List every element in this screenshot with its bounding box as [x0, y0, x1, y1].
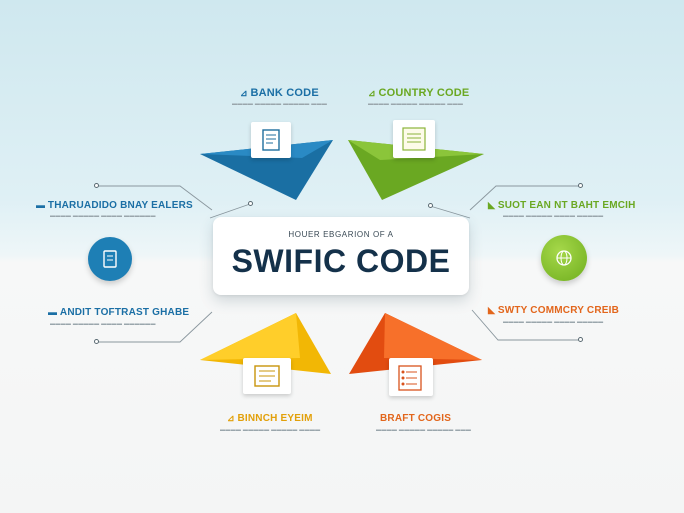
connector-dot	[248, 201, 253, 206]
left-upper-label: ▬ THARUADIDO BNAY EALERS	[36, 200, 193, 211]
document-icon	[243, 358, 291, 394]
connector-dot	[578, 183, 583, 188]
location-icon: ⊿	[227, 413, 238, 423]
document-icon	[393, 120, 435, 158]
center-title: SWIFIC CODE	[231, 243, 451, 279]
top-left-label: ⊿ BANK CODE	[240, 87, 319, 99]
location-icon: ◣	[488, 200, 498, 210]
bottom-right-sublabel: ▬▬▬▬ ▬▬▬▬▬ ▬▬▬▬▬ ▬▬▬	[376, 427, 472, 433]
right-upper-sublabel: ▬▬▬▬ ▬▬▬▬▬ ▬▬▬▬ ▬▬▬▬▬	[503, 213, 604, 219]
top-right-label: ⊿ COUNTRY CODE	[368, 87, 470, 99]
top-right-sublabel: ▬▬▬▬ ▬▬▬▬▬ ▬▬▬▬▬ ▬▬▬	[368, 101, 464, 107]
location-icon: ⊿	[240, 88, 251, 98]
connector-dot	[94, 183, 99, 188]
location-icon: ⊿	[368, 88, 379, 98]
left-upper-sublabel: ▬▬▬▬ ▬▬▬▬▬ ▬▬▬▬ ▬▬▬▬▬▬	[50, 213, 156, 219]
location-icon: ◣	[488, 305, 498, 315]
left-lower-sublabel: ▬▬▬▬ ▬▬▬▬▬ ▬▬▬▬ ▬▬▬▬▬▬	[50, 321, 156, 327]
connector-dot	[578, 337, 583, 342]
list-icon	[389, 358, 433, 396]
bank-icon	[251, 122, 291, 158]
right-circle-globe-icon	[541, 235, 587, 281]
connector-dot	[428, 203, 433, 208]
location-icon: ▬	[36, 200, 48, 210]
center-card: HOUER EBGARION OF A SWIFIC CODE	[213, 217, 469, 295]
bottom-right-label: BRAFT COGIS	[380, 413, 452, 424]
left-circle-document-icon	[88, 237, 132, 281]
left-lower-label: ▬ ANDIT TOFTRAST GHABE	[48, 307, 190, 318]
right-upper-label: ◣ SUOT EAN NT BAHT EMCIH	[488, 200, 636, 211]
top-left-sublabel: ▬▬▬▬ ▬▬▬▬▬ ▬▬▬▬▬ ▬▬▬	[232, 101, 328, 107]
right-lower-label: ◣ SWTY COMMCRY CREIB	[488, 305, 620, 316]
right-lower-sublabel: ▬▬▬▬ ▬▬▬▬▬ ▬▬▬▬ ▬▬▬▬▬	[503, 319, 604, 325]
bottom-left-label: ⊿ BINNCH EYEIM	[227, 413, 313, 424]
location-icon: ▬	[48, 307, 60, 317]
bottom-left-sublabel: ▬▬▬▬ ▬▬▬▬▬ ▬▬▬▬▬ ▬▬▬▬	[220, 427, 321, 433]
connector-dot	[94, 339, 99, 344]
center-subtitle: HOUER EBGARION OF A	[288, 230, 394, 239]
